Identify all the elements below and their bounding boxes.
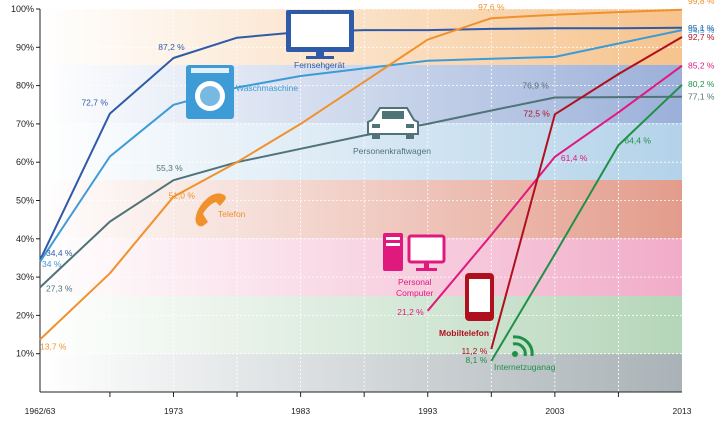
series-label-mobiltelefon: Mobiltelefon bbox=[439, 328, 489, 338]
series-line-0 bbox=[39, 26, 683, 261]
car-icon bbox=[367, 107, 419, 139]
wifi-icon bbox=[512, 335, 534, 357]
icons bbox=[186, 10, 534, 357]
x-tick-label: 1993 bbox=[418, 406, 437, 416]
data-label: 95,1 % bbox=[688, 23, 715, 33]
y-tick-label: 90% bbox=[16, 42, 34, 52]
series-line-3 bbox=[39, 8, 683, 341]
y-tick-label: 30% bbox=[16, 272, 34, 282]
y-tick-label: 80% bbox=[16, 81, 34, 91]
television-icon bbox=[286, 10, 354, 59]
data-label: 80,2 % bbox=[688, 79, 715, 89]
band-40-50 bbox=[40, 180, 682, 238]
data-label: 27,3 % bbox=[46, 283, 73, 293]
series-label-personenkraftwagen: Personenkraftwagen bbox=[353, 146, 431, 156]
data-label: 8,1 % bbox=[466, 355, 488, 365]
y-tick-label: 70% bbox=[16, 119, 34, 129]
data-label: 64,4 % bbox=[624, 135, 651, 145]
series-line-2 bbox=[39, 95, 683, 289]
data-label: 61,4 % bbox=[561, 153, 588, 163]
data-label: 76,9 % bbox=[522, 80, 549, 90]
series-line-1 bbox=[39, 29, 683, 263]
series-label-part: Personal bbox=[398, 277, 432, 287]
data-label: 72,5 % bbox=[523, 108, 550, 118]
y-tick-label: 50% bbox=[16, 196, 34, 206]
series-label-fernsehgeraet: Fernsehgerät bbox=[294, 60, 345, 70]
y-tick-label: 10% bbox=[16, 349, 34, 359]
mobile-phone-icon bbox=[465, 273, 494, 321]
washing-machine-icon bbox=[186, 65, 234, 119]
series-label-internetzugang: Internetzuganag bbox=[494, 362, 556, 372]
x-tick-label: 1962/63 bbox=[25, 406, 56, 416]
band-50-70 bbox=[40, 123, 682, 180]
band-0-10 bbox=[40, 354, 682, 392]
series-label-part: Computer bbox=[396, 288, 433, 298]
grid bbox=[40, 8, 682, 392]
computer-icon bbox=[383, 233, 446, 271]
series-line-5 bbox=[490, 36, 683, 350]
data-label: 34 % bbox=[42, 259, 62, 269]
x-tick-label: 1973 bbox=[164, 406, 183, 416]
background-bands bbox=[40, 9, 682, 392]
data-label: 51,0 % bbox=[168, 191, 195, 201]
series-label-waschmaschine: Waschmaschine bbox=[236, 83, 298, 93]
data-labels: 34,4 % 72,7 % 87,2 % 95,1 % 34 % 94,5 % 27,3 %… bbox=[40, 0, 715, 365]
data-label: 72,7 % bbox=[81, 98, 108, 108]
telephone-icon bbox=[195, 193, 226, 227]
band-85-100 bbox=[40, 9, 682, 65]
x-tick-label: 2013 bbox=[673, 406, 692, 416]
x-tick-labels: 1962/63 1973 1983 1993 2003 2013 bbox=[25, 392, 692, 416]
data-label: 87,2 % bbox=[158, 42, 185, 52]
band-10-20 bbox=[40, 296, 682, 354]
y-tick-labels: 10% 20% 30% 40% 50% 60% 70% 80% 90% 100% bbox=[11, 4, 40, 359]
data-label: 11,2 % bbox=[461, 346, 487, 356]
data-label: 85,2 % bbox=[688, 61, 715, 71]
series-lines bbox=[39, 8, 683, 362]
data-label: 94,5 % bbox=[688, 25, 715, 35]
series-line-4 bbox=[426, 64, 683, 312]
data-label: 77,1 % bbox=[688, 92, 715, 102]
data-label: 55,3 % bbox=[156, 163, 183, 173]
y-tick-label: 20% bbox=[16, 310, 34, 320]
x-tick-label: 2003 bbox=[545, 406, 564, 416]
y-tick-label: 100% bbox=[11, 4, 34, 14]
y-tick-label: 60% bbox=[16, 157, 34, 167]
series-name-labels: Fernsehgerät Waschmaschine Personenkraft… bbox=[218, 60, 556, 372]
band-70-85 bbox=[40, 65, 682, 123]
data-label: 97,6 % bbox=[478, 2, 505, 12]
x-tick-label: 1983 bbox=[291, 406, 310, 416]
series-line-6 bbox=[490, 84, 683, 362]
data-label: 92,7 % bbox=[688, 32, 715, 42]
band-20-40 bbox=[40, 238, 682, 296]
data-label: 34,4 % bbox=[46, 248, 73, 258]
data-label: 99,8 % bbox=[688, 0, 715, 6]
data-label: 21,2 % bbox=[397, 307, 424, 317]
series-label-telefon: Telefon bbox=[218, 209, 246, 219]
data-label: 13,7 % bbox=[40, 342, 67, 352]
y-tick-label: 40% bbox=[16, 234, 34, 244]
